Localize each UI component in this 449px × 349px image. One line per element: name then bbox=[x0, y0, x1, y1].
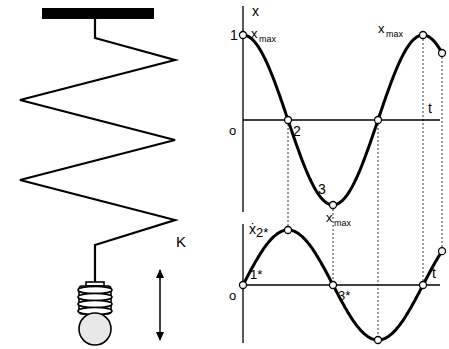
guide-line bbox=[423, 35, 424, 285]
amplitude-label: x bbox=[251, 27, 258, 40]
point-marker bbox=[420, 282, 427, 289]
point-marker bbox=[240, 282, 247, 289]
point-marker bbox=[375, 117, 382, 124]
bulb bbox=[78, 282, 112, 345]
axis-label: t bbox=[428, 101, 432, 115]
guide-line bbox=[442, 53, 443, 251]
point-marker bbox=[285, 227, 292, 234]
point-marker bbox=[420, 32, 427, 39]
point-number: 3 bbox=[318, 182, 326, 196]
amplitude-label: x bbox=[378, 22, 385, 35]
point-number: 2 bbox=[293, 124, 301, 138]
displacement-curve bbox=[243, 35, 442, 205]
point-marker bbox=[330, 202, 337, 209]
amplitude-subscript: max bbox=[334, 219, 351, 228]
point-marker bbox=[439, 50, 446, 57]
guide-line bbox=[333, 205, 334, 285]
ceiling-bar bbox=[42, 8, 154, 19]
point-marker bbox=[285, 117, 292, 124]
guide-line bbox=[378, 120, 379, 340]
point-marker bbox=[439, 248, 446, 255]
origin-label: o bbox=[229, 289, 236, 302]
guide-line bbox=[288, 120, 289, 230]
point-number: 1 bbox=[230, 28, 238, 42]
axis-label: x bbox=[252, 4, 259, 18]
point-number: 1* bbox=[250, 268, 262, 281]
axis-label: t bbox=[432, 266, 436, 280]
point-number: 3* bbox=[338, 289, 350, 302]
point-marker bbox=[240, 32, 247, 39]
amplitude-subscript: max bbox=[259, 35, 276, 44]
point-marker bbox=[375, 337, 382, 344]
amplitude-label: x bbox=[326, 211, 333, 224]
origin-label: o bbox=[229, 124, 236, 137]
point-marker bbox=[330, 282, 337, 289]
spring-label: K bbox=[176, 234, 186, 249]
velocity-curve bbox=[243, 230, 442, 340]
spring bbox=[20, 19, 175, 282]
axis-label: ẋ bbox=[249, 222, 256, 236]
motion-arrow bbox=[159, 270, 161, 340]
amplitude-subscript: max bbox=[386, 30, 403, 39]
point-number: 2* bbox=[256, 226, 268, 239]
axes bbox=[243, 6, 440, 343]
